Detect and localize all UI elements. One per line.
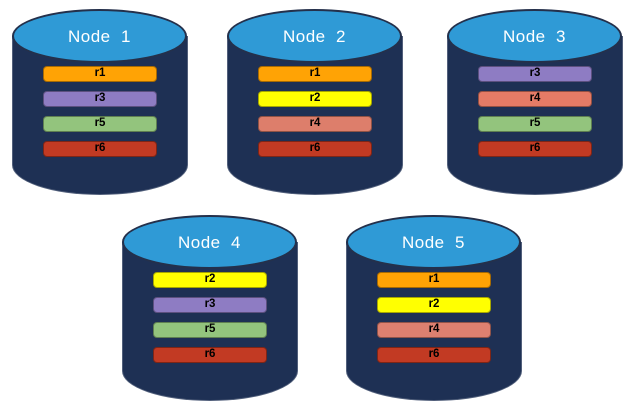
replica-label: r5 bbox=[204, 323, 216, 336]
node-5-replica-bar-3: r6 bbox=[377, 347, 491, 363]
replica-label: r4 bbox=[309, 117, 321, 130]
replica-label: r4 bbox=[529, 92, 541, 105]
node-1-replica-bar-3: r6 bbox=[43, 141, 157, 157]
node-5-replica-bar-2: r4 bbox=[377, 322, 491, 338]
replica-label: r5 bbox=[529, 117, 541, 130]
node-1: Node 1 r1 r3 r5 r6 bbox=[12, 9, 188, 196]
replica-label: r2 bbox=[309, 92, 321, 105]
node-3-replica-bar-0: r3 bbox=[478, 66, 592, 82]
node-4-replica-bar-1: r3 bbox=[153, 297, 267, 313]
replica-label: r2 bbox=[428, 298, 440, 311]
node-2-replica-bar-3: r6 bbox=[258, 141, 372, 157]
replica-label: r5 bbox=[94, 117, 106, 130]
node-3-replica-bar-2: r5 bbox=[478, 116, 592, 132]
node-5-replica-bar-0: r1 bbox=[377, 272, 491, 288]
node-2-cylinder-top: Node 2 bbox=[227, 9, 402, 63]
node-5-replica-list: r1 r2 r4 r6 bbox=[377, 272, 491, 363]
node-5-cylinder-top: Node 5 bbox=[346, 215, 521, 269]
replica-label: r1 bbox=[309, 67, 321, 80]
node-5-replica-bar-1: r2 bbox=[377, 297, 491, 313]
node-2-replica-bar-0: r1 bbox=[258, 66, 372, 82]
node-1-label: Node 1 bbox=[67, 26, 132, 46]
replica-label: r6 bbox=[94, 142, 106, 155]
node-3: Node 3 r3 r4 r5 r6 bbox=[447, 9, 623, 196]
replica-label: r2 bbox=[204, 273, 216, 286]
replica-label: r1 bbox=[94, 67, 106, 80]
node-1-cylinder-top: Node 1 bbox=[12, 9, 187, 63]
node-3-replica-bar-1: r4 bbox=[478, 91, 592, 107]
replica-label: r6 bbox=[204, 348, 216, 361]
replica-label: r6 bbox=[428, 348, 440, 361]
node-1-replica-bar-0: r1 bbox=[43, 66, 157, 82]
node-1-replica-bar-1: r3 bbox=[43, 91, 157, 107]
node-1-replica-list: r1 r3 r5 r6 bbox=[43, 66, 157, 157]
node-5-label: Node 5 bbox=[401, 232, 466, 252]
node-2-label: Node 2 bbox=[282, 26, 347, 46]
node-4-replica-bar-0: r2 bbox=[153, 272, 267, 288]
replica-label: r6 bbox=[309, 142, 321, 155]
node-3-replica-list: r3 r4 r5 r6 bbox=[478, 66, 592, 157]
node-4: Node 4 r2 r3 r5 r6 bbox=[122, 215, 298, 402]
node-2-replica-list: r1 r2 r4 r6 bbox=[258, 66, 372, 157]
node-2-replica-bar-1: r2 bbox=[258, 91, 372, 107]
node-3-label: Node 3 bbox=[502, 26, 567, 46]
replica-label: r4 bbox=[428, 323, 440, 336]
node-3-cylinder-top: Node 3 bbox=[447, 9, 622, 63]
node-4-replica-bar-3: r6 bbox=[153, 347, 267, 363]
replica-label: r1 bbox=[428, 273, 440, 286]
node-4-cylinder-top: Node 4 bbox=[122, 215, 297, 269]
node-5: Node 5 r1 r2 r4 r6 bbox=[346, 215, 522, 402]
node-4-replica-bar-2: r5 bbox=[153, 322, 267, 338]
node-1-replica-bar-2: r5 bbox=[43, 116, 157, 132]
node-2-replica-bar-2: r4 bbox=[258, 116, 372, 132]
node-2: Node 2 r1 r2 r4 r6 bbox=[227, 9, 403, 196]
node-4-label: Node 4 bbox=[177, 232, 242, 252]
node-4-replica-list: r2 r3 r5 r6 bbox=[153, 272, 267, 363]
replica-label: r3 bbox=[94, 92, 106, 105]
node-3-replica-bar-3: r6 bbox=[478, 141, 592, 157]
replica-label: r6 bbox=[529, 142, 541, 155]
replica-label: r3 bbox=[529, 67, 541, 80]
replica-label: r3 bbox=[204, 298, 216, 311]
